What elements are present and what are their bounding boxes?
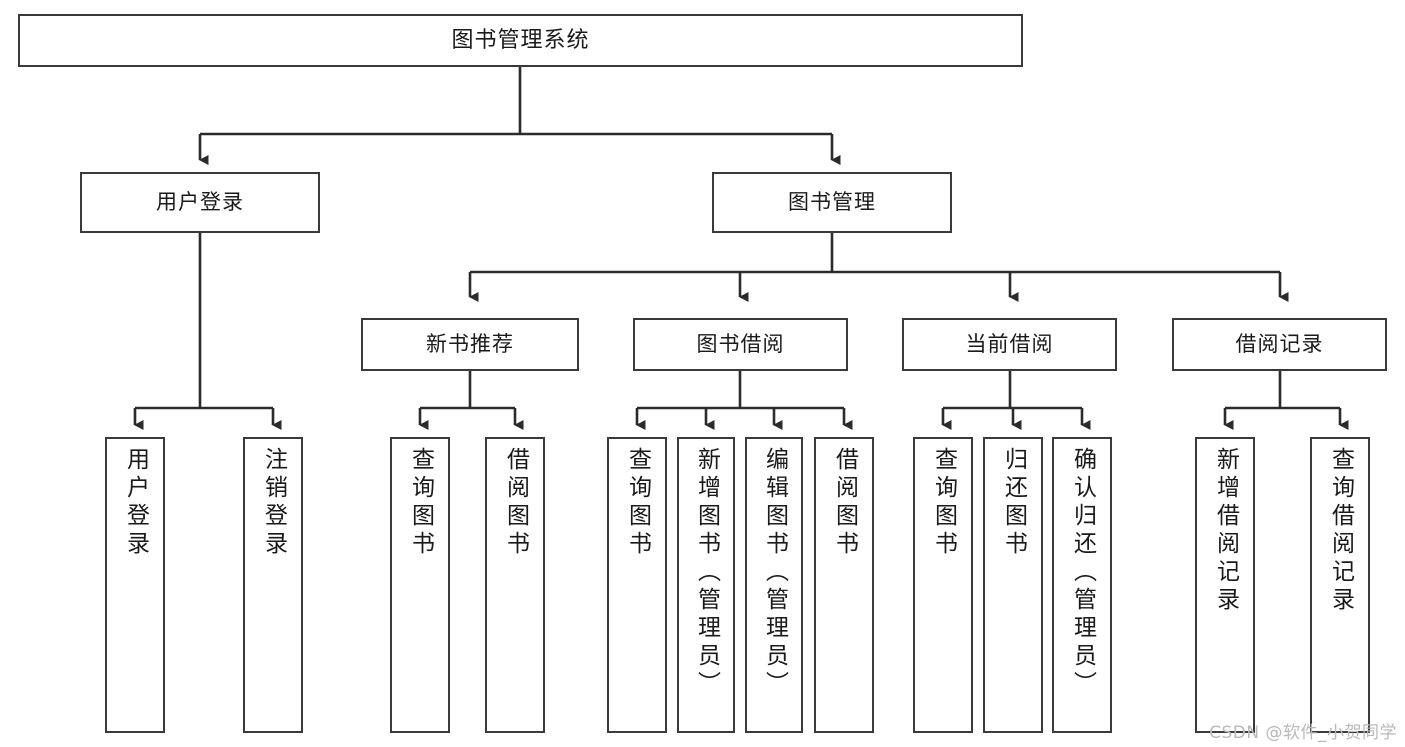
node-book-management[interactable]: 图书管理 [712, 172, 952, 233]
node-current-borrow-label: 当前借阅 [965, 332, 1054, 357]
node-new-book-recommend-label: 新书推荐 [426, 332, 514, 357]
node-leaf-return-book-label: 归还图书 [1000, 447, 1027, 559]
node-leaf-borrow-book-1-label: 借阅图书 [502, 447, 529, 559]
node-leaf-return-book[interactable]: 归还图书 [983, 437, 1043, 733]
node-leaf-query-book-1-label: 查询图书 [407, 447, 434, 559]
node-user-login-label: 用户登录 [156, 190, 244, 215]
node-borrow-record[interactable]: 借阅记录 [1172, 318, 1387, 371]
node-leaf-borrow-book-2[interactable]: 借阅图书 [814, 437, 874, 733]
node-borrow-record-label: 借阅记录 [1235, 332, 1324, 357]
node-current-borrow[interactable]: 当前借阅 [902, 318, 1117, 371]
node-leaf-query-book-2-label: 查询图书 [624, 447, 651, 559]
node-leaf-query-book-1[interactable]: 查询图书 [390, 437, 450, 733]
node-leaf-query-book-2[interactable]: 查询图书 [607, 437, 667, 733]
node-root-label: 图书管理系统 [451, 27, 590, 53]
node-book-management-label: 图书管理 [788, 190, 876, 215]
node-leaf-query-record[interactable]: 查询借阅记录 [1310, 437, 1370, 733]
node-book-borrow-label: 图书借阅 [696, 332, 785, 357]
node-leaf-logout[interactable]: 注销登录 [243, 437, 303, 733]
node-leaf-logout-label: 注销登录 [260, 447, 287, 559]
node-leaf-edit-book[interactable]: 编辑图书（管理员） [745, 437, 803, 733]
node-leaf-query-book-3-label: 查询图书 [930, 447, 957, 559]
node-leaf-user-login[interactable]: 用户登录 [105, 437, 165, 733]
csdn-watermark: CSDN @软件_小贺同学 [1209, 723, 1397, 743]
node-leaf-add-record[interactable]: 新增借阅记录 [1195, 437, 1255, 733]
node-leaf-borrow-book-2-label: 借阅图书 [831, 447, 858, 559]
node-leaf-query-record-label: 查询借阅记录 [1327, 447, 1354, 615]
node-leaf-confirm-return[interactable]: 确认归还（管理员） [1052, 437, 1112, 733]
node-user-login[interactable]: 用户登录 [80, 172, 320, 233]
node-book-borrow[interactable]: 图书借阅 [633, 318, 848, 371]
node-leaf-add-book-label: 新增图书（管理员） [693, 447, 720, 699]
node-new-book-recommend[interactable]: 新书推荐 [361, 318, 579, 371]
node-leaf-edit-book-label: 编辑图书（管理员） [761, 447, 788, 699]
node-leaf-confirm-return-label: 确认归还（管理员） [1069, 447, 1096, 699]
node-leaf-add-book[interactable]: 新增图书（管理员） [677, 437, 735, 733]
node-leaf-query-book-3[interactable]: 查询图书 [913, 437, 973, 733]
node-leaf-add-record-label: 新增借阅记录 [1212, 447, 1239, 615]
node-root[interactable]: 图书管理系统 [18, 14, 1023, 67]
node-leaf-borrow-book-1[interactable]: 借阅图书 [485, 437, 545, 733]
node-leaf-user-login-label: 用户登录 [122, 447, 149, 559]
